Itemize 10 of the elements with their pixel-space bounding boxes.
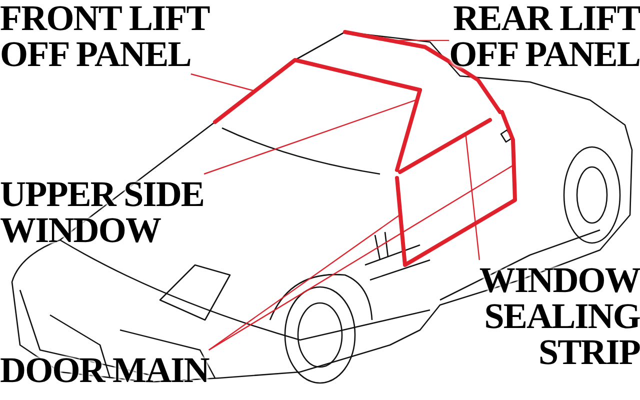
leader-line (465, 134, 480, 260)
seal-strip (395, 88, 422, 172)
leader-line (190, 73, 256, 92)
leader-line (204, 99, 418, 175)
leader-line (208, 214, 401, 350)
seal-strip (395, 110, 517, 267)
seal-strip (213, 58, 422, 124)
part-label: REAR LIFT OFF PANEL (448, 0, 640, 72)
leader-line (208, 164, 514, 351)
part-label: FRONT LIFT OFF PANEL (0, 0, 210, 72)
